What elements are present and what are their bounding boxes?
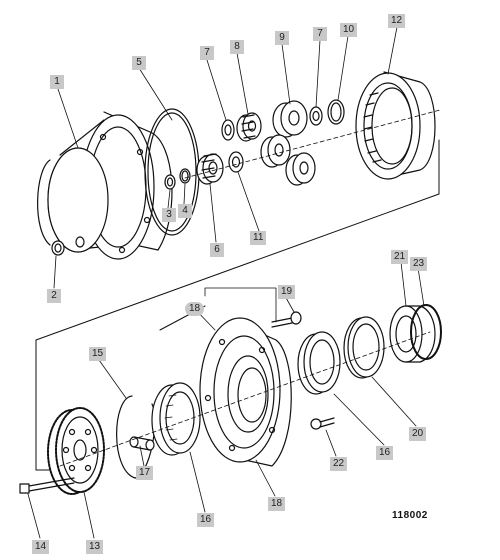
drive-flange-gear-part xyxy=(47,407,105,495)
leader-lines xyxy=(27,26,425,539)
callout-part-15: 15 xyxy=(89,347,107,361)
callout-part-19: 19 xyxy=(278,285,296,299)
callout-part-3: 3 xyxy=(162,208,176,222)
callout-part-18-upper: 18 xyxy=(185,302,205,316)
callout-part-16-left: 16 xyxy=(197,513,215,527)
circlip-part-upper xyxy=(327,99,345,125)
lower-axis-line xyxy=(59,331,431,467)
bearing-part-right xyxy=(297,331,341,395)
drain-plug-part xyxy=(51,240,65,256)
callout-part-12: 12 xyxy=(388,14,406,28)
callout-part-17: 17 xyxy=(136,466,154,480)
callout-part-10: 10 xyxy=(340,23,358,37)
callout-part-16-right: 16 xyxy=(376,446,394,460)
o-ring-part xyxy=(410,304,442,360)
bearing-part-left xyxy=(151,382,201,456)
callout-part-9: 9 xyxy=(275,31,289,45)
ring-gear-part xyxy=(355,71,436,180)
callout-part-7-left: 7 xyxy=(200,46,214,60)
callout-part-21: 21 xyxy=(391,250,409,264)
callout-part-2: 2 xyxy=(47,289,61,303)
thrust-washer-part xyxy=(221,119,235,141)
circlip-part xyxy=(179,168,191,184)
hub-part xyxy=(199,317,292,467)
bolt-part-upper xyxy=(271,311,302,328)
upper-axis-line xyxy=(184,109,441,179)
callout-part-8: 8 xyxy=(230,40,244,54)
bolt-part-lower xyxy=(19,477,75,494)
callout-part-22: 22 xyxy=(330,457,348,471)
housing-part xyxy=(37,111,173,260)
washer-part xyxy=(164,174,176,190)
callout-part-1: 1 xyxy=(50,75,64,89)
spacer-part xyxy=(228,151,244,173)
planet-gear-part xyxy=(236,112,262,142)
thrust-washer-part-right xyxy=(309,106,323,126)
callout-part-4: 4 xyxy=(178,204,192,218)
callout-part-5: 5 xyxy=(132,56,146,70)
planet-gear-cluster-part xyxy=(260,100,316,186)
seal-carrier-part xyxy=(389,305,436,363)
callout-part-6: 6 xyxy=(210,243,224,257)
callout-part-18-lower: 18 xyxy=(268,497,286,511)
seal-part xyxy=(343,316,385,379)
callout-part-14: 14 xyxy=(32,540,50,554)
sun-gear-part xyxy=(196,153,224,185)
callout-part-20: 20 xyxy=(409,427,427,441)
callout-part-13: 13 xyxy=(86,540,104,554)
callout-part-23: 23 xyxy=(410,257,428,271)
dowel-pin-part xyxy=(129,436,155,451)
drawing-reference-number: 118002 xyxy=(392,510,428,521)
callout-part-7-right: 7 xyxy=(313,27,327,41)
callout-part-11: 11 xyxy=(250,231,267,245)
stud-part xyxy=(310,417,335,430)
